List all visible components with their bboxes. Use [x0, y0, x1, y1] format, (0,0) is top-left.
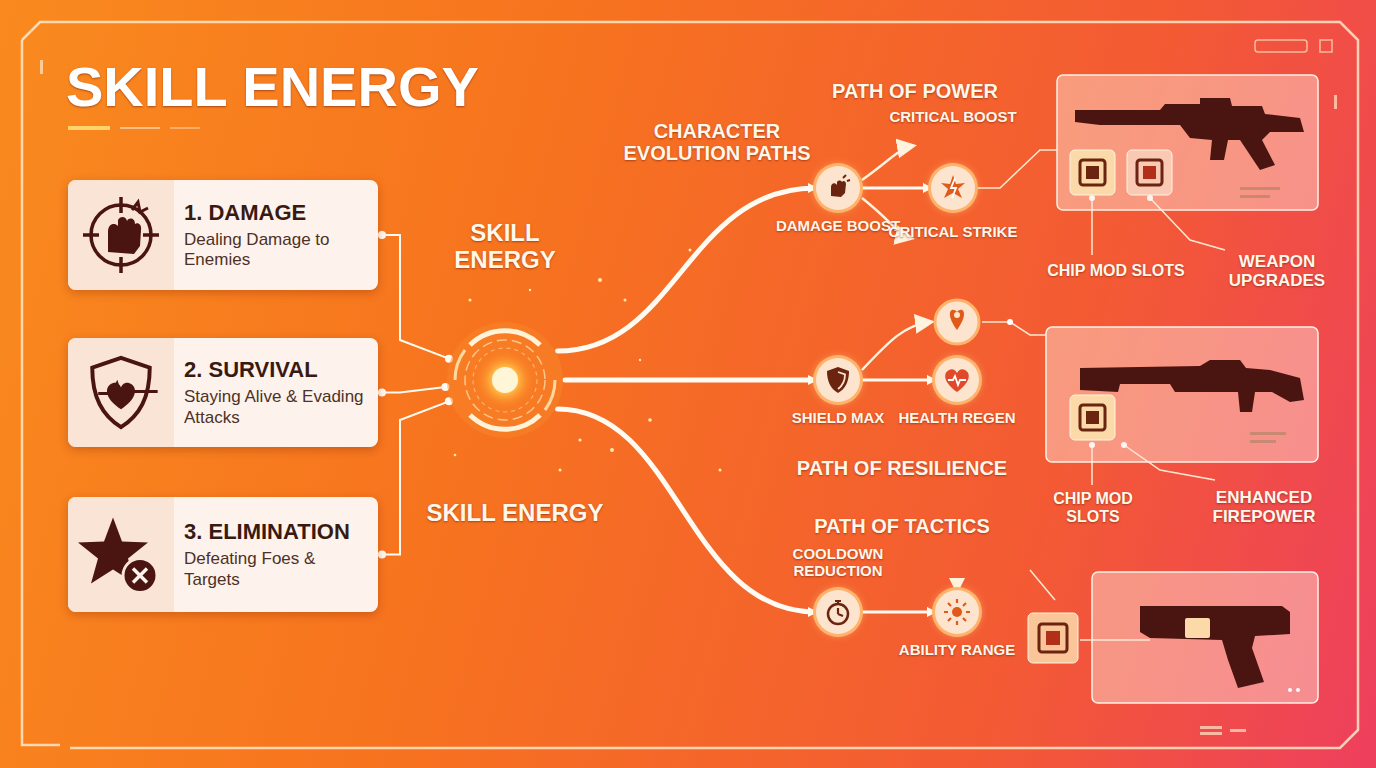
pointer — [956, 578, 958, 590]
skill-node: ABILITY RANGE — [935, 590, 979, 634]
hub-heading: SKILL ENERGY — [440, 220, 570, 274]
title-underline — [120, 127, 160, 129]
weapon-panel — [1057, 75, 1318, 210]
icon-panel — [68, 180, 174, 290]
connector-group — [378, 231, 453, 363]
card-body: Staying Alive & Evading Attacks — [184, 387, 364, 428]
annotation-label: PATH OF POWER — [805, 80, 1025, 102]
skill-icon — [816, 358, 860, 402]
card-heading: 1. DAMAGE — [184, 200, 364, 226]
annotation-label: SKILL ENERGY — [405, 500, 625, 527]
skill-node: CRITICAL BOOSTCRITICAL STRIKE — [931, 166, 975, 210]
skill-icon — [935, 358, 979, 402]
skill-icon — [816, 166, 860, 210]
skill-label: HEALTH REGEN — [887, 410, 1027, 427]
hud-bar — [1255, 40, 1307, 52]
connector-group — [860, 612, 935, 613]
card-heading: 3. ELIMINATION — [184, 519, 364, 545]
skill-label: CRITICAL BOOST — [883, 109, 1023, 126]
elimination-icon — [68, 497, 174, 612]
skill-node: SHIELD MAX — [816, 358, 860, 402]
branch-curve — [862, 146, 912, 180]
sparkles — [454, 249, 722, 472]
skill-node: HEALTH REGEN — [935, 358, 979, 402]
category-card: 2. SURVIVAL Staying Alive & Evading Attac… — [68, 338, 378, 447]
hub-rings — [445, 320, 565, 440]
hud-box — [1320, 40, 1332, 52]
connector-group — [558, 188, 816, 351]
annotation-label: CHIP MOD SLOTS — [1031, 262, 1201, 280]
card-body: Dealing Damage to Enemies — [184, 230, 364, 271]
card-body: Defeating Foes & Targets — [184, 549, 364, 590]
connector-group — [860, 188, 931, 189]
annotation-label: ENHANCED FIREPOWER — [1204, 488, 1324, 526]
energy-hub: SKILL ENERGY — [445, 320, 565, 440]
survival-icon — [68, 338, 174, 447]
connector — [860, 611, 935, 614]
skill-label: SHIELD MAX — [768, 410, 908, 427]
card-text: 3. ELIMINATION Defeating Foes & Targets — [184, 509, 374, 600]
annotation-label: PATH OF RESILIENCE — [782, 457, 1022, 479]
annotation-label: CHARACTER EVOLUTION PATHS — [602, 120, 832, 165]
icon-panel — [68, 338, 174, 447]
branch-curve — [862, 322, 930, 370]
annotation-label: WEAPON UPGRADES — [1217, 252, 1337, 290]
connector — [565, 378, 816, 383]
perk-circle — [935, 300, 979, 344]
connector — [378, 387, 445, 392]
card-text: 2. SURVIVAL Staying Alive & Evading Attac… — [184, 347, 374, 438]
connector-group — [860, 380, 935, 381]
weapon-panel — [1046, 327, 1318, 462]
skill-icon — [935, 590, 979, 634]
skill-label: ABILITY RANGE — [887, 642, 1027, 659]
damage-icon — [68, 180, 174, 290]
skill-icon — [816, 590, 860, 634]
frame — [22, 22, 1358, 748]
connector-group — [378, 383, 449, 396]
connector — [860, 379, 935, 382]
skill-label: CRITICAL STRIKE — [883, 224, 1023, 241]
skill-label: DAMAGE BOOST — [768, 218, 908, 235]
annotation-label: PATH OF TACTICS — [792, 515, 1012, 537]
card-text: 1. DAMAGE Dealing Damage to Enemies — [184, 190, 374, 281]
title-underline — [68, 126, 110, 130]
annotation-label: CHIP MOD SLOTS — [1048, 490, 1138, 526]
connector — [378, 235, 449, 359]
connector-dot — [378, 231, 386, 239]
connector-dot — [378, 551, 386, 559]
connector-dot — [378, 389, 386, 397]
card-heading: 2. SURVIVAL — [184, 357, 364, 383]
hud-ticks — [40, 60, 1337, 735]
icon-panel — [68, 497, 174, 612]
connector — [378, 401, 449, 554]
connector-group — [378, 397, 453, 558]
skill-label: COOLDOWN REDUCTION — [768, 546, 908, 580]
skill-node: COOLDOWN REDUCTION — [816, 590, 860, 634]
connector — [860, 187, 931, 190]
title-underline — [170, 127, 200, 129]
connector-group — [565, 380, 816, 381]
category-card: 1. DAMAGE Dealing Damage to Enemies — [68, 180, 378, 290]
skill-node: DAMAGE BOOST — [816, 166, 860, 210]
weapon-panel — [1028, 572, 1318, 703]
skill-icon — [931, 166, 975, 210]
connector — [558, 188, 816, 351]
diagram-title: SKILL ENERGY — [66, 56, 479, 119]
category-card: 3. ELIMINATION Defeating Foes & Targets — [68, 497, 378, 612]
